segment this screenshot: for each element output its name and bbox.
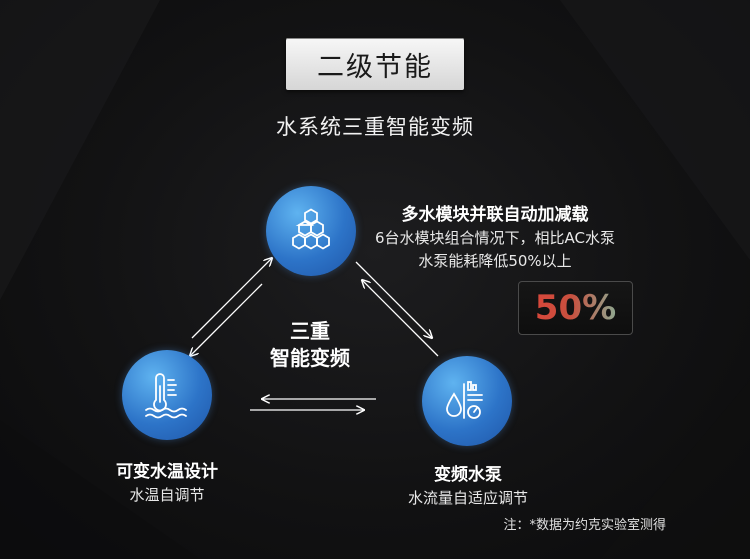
top-feature-title: 多水模块并联自动加减载 <box>401 205 589 225</box>
level-badge: 二级节能 <box>286 38 464 90</box>
left-feature-title: 可变水温设计 <box>116 462 218 482</box>
percent-value: 50% <box>534 288 617 328</box>
water-drop-gauge-icon <box>422 356 512 446</box>
percent-badge: 50% <box>518 281 633 335</box>
top-feature-desc-1: 6台水模块组合情况下，相比AC水泵 <box>374 229 616 247</box>
top-feature-desc-2: 水泵能耗降低50%以上 <box>418 252 572 270</box>
footnote: 注：*数据为约克实验室测得 <box>503 518 666 533</box>
arrow-left-down <box>190 283 263 356</box>
center-line-2: 智能变频 <box>270 346 350 370</box>
badge-text: 二级节能 <box>317 51 433 83</box>
left-feature-desc: 水温自调节 <box>129 486 205 504</box>
arrow-right-up <box>362 280 439 357</box>
top-feature-text: 多水模块并联自动加减载 6台水模块组合情况下，相比AC水泵 水泵能耗降低50%以… <box>360 200 630 271</box>
page-subtitle: 水系统三重智能变频 <box>276 115 474 139</box>
arrow-right-down <box>355 261 432 338</box>
center-label: 三重 智能变频 <box>260 318 360 372</box>
thermometer-water-icon <box>122 350 212 440</box>
left-feature-text: 可变水温设计 水温自调节 <box>92 457 242 505</box>
right-feature-text: 变频水泵 水流量自适应调节 <box>378 460 558 508</box>
right-feature-title: 变频水泵 <box>434 465 502 485</box>
hexagon-network-icon <box>266 186 356 276</box>
right-feature-desc: 水流量自适应调节 <box>407 489 528 507</box>
arrow-left-up <box>191 258 272 339</box>
center-line-1: 三重 <box>290 319 330 343</box>
